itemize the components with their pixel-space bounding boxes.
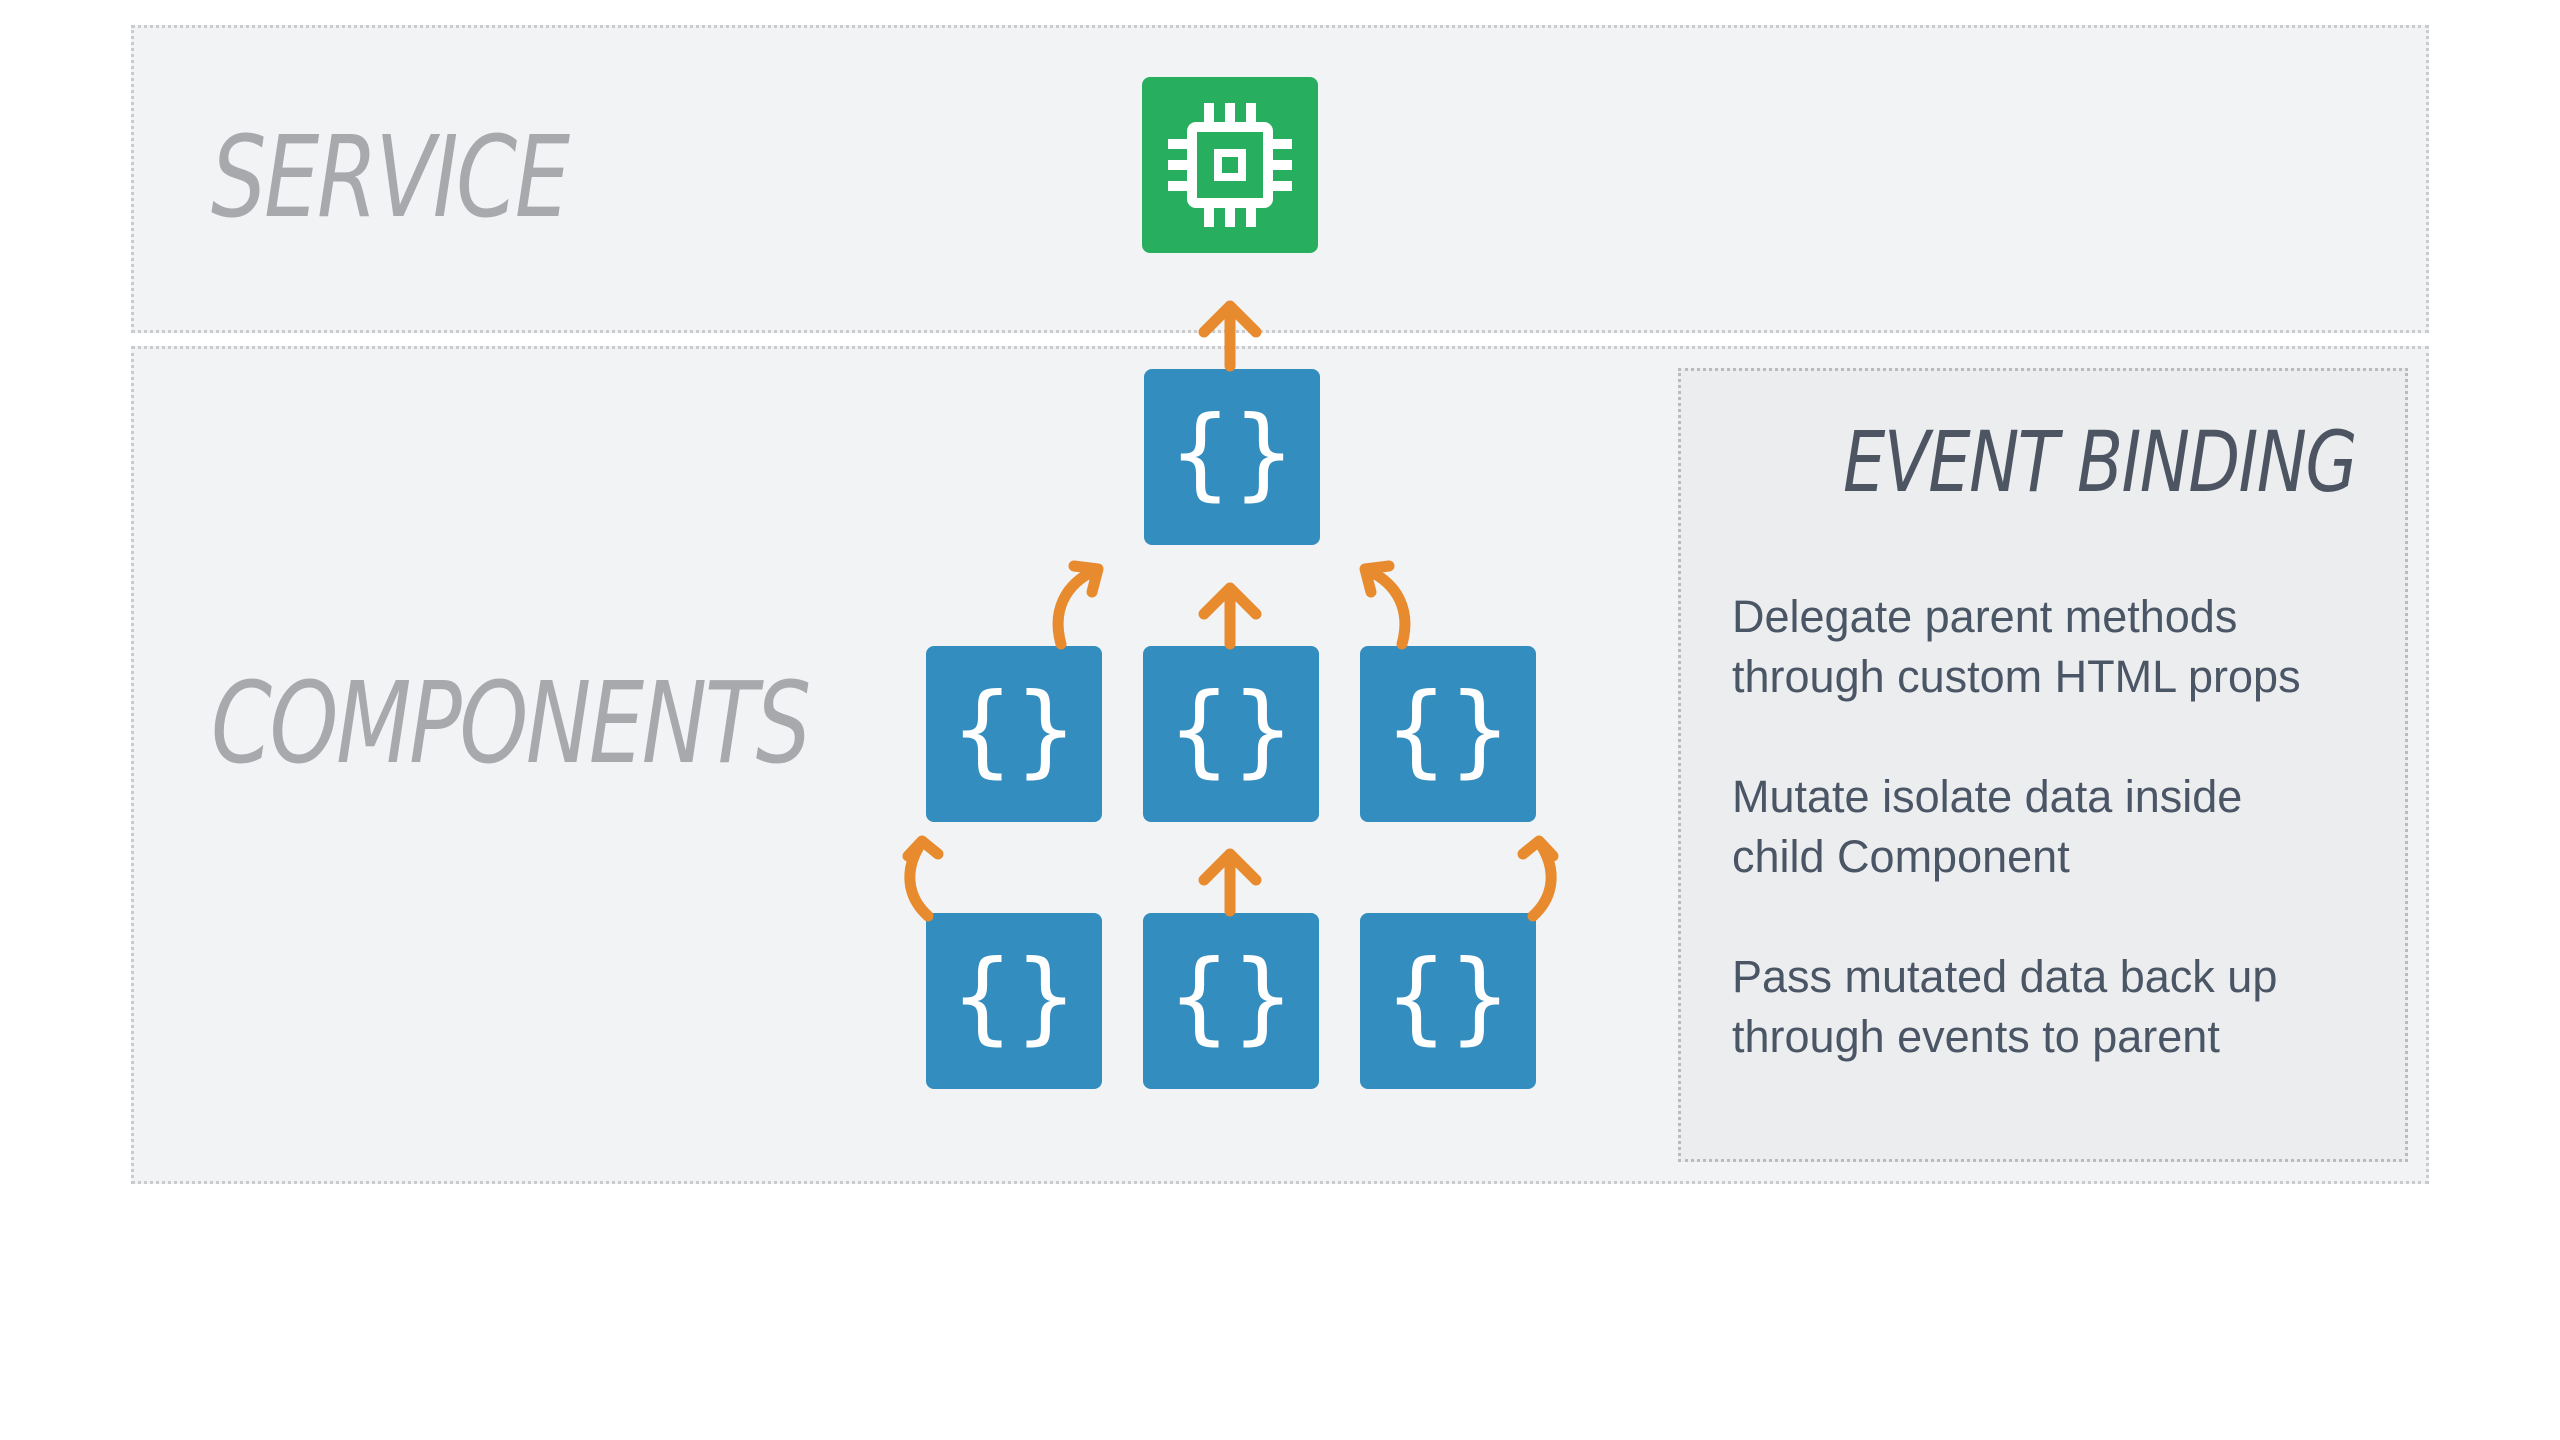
braces-icon: {} xyxy=(1168,394,1296,511)
info-title: EVENT BINDING xyxy=(1843,413,2357,511)
component-node-root: {} xyxy=(1144,369,1320,545)
info-item: Pass mutated data back up through events… xyxy=(1732,951,2278,1062)
component-node-mid-center: {} xyxy=(1143,646,1319,822)
braces-icon: {} xyxy=(950,671,1078,788)
braces-icon: {} xyxy=(950,938,1078,1055)
service-layer-label: SERVICE xyxy=(211,113,570,243)
service-node xyxy=(1142,77,1318,253)
component-node-bottom-center: {} xyxy=(1143,913,1319,1089)
braces-icon: {} xyxy=(1167,671,1295,788)
info-item: Delegate parent methods through custom H… xyxy=(1732,591,2301,702)
braces-icon: {} xyxy=(1384,938,1512,1055)
cpu-chip-icon xyxy=(1168,103,1292,227)
event-binding-info-box xyxy=(1678,368,2408,1162)
component-node-bottom-right: {} xyxy=(1360,913,1536,1089)
info-item: Mutate isolate data inside child Compone… xyxy=(1732,771,2243,882)
components-layer-label: COMPONENTS xyxy=(211,659,811,789)
braces-icon: {} xyxy=(1384,671,1512,788)
component-node-bottom-left: {} xyxy=(926,913,1102,1089)
component-node-mid-right: {} xyxy=(1360,646,1536,822)
component-node-mid-left: {} xyxy=(926,646,1102,822)
braces-icon: {} xyxy=(1167,938,1295,1055)
